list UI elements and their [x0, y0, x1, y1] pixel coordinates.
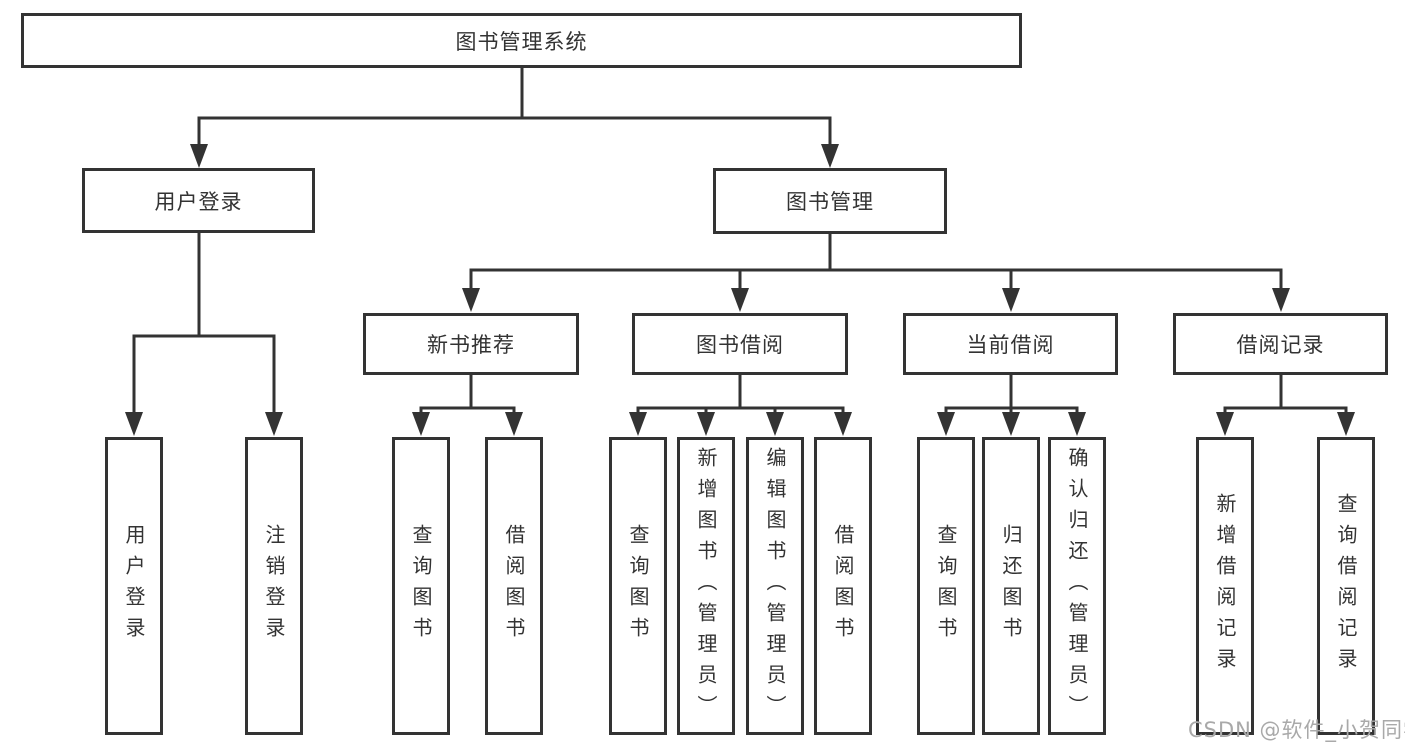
node-borrow-records: 借阅记录	[1173, 313, 1388, 375]
node-leaf-current-query: 查询图书	[917, 437, 975, 735]
node-leaf-records-query-label: 查询借阅记录	[1334, 493, 1358, 679]
connector-paths	[132, 68, 1348, 416]
node-leaf-borrow-add-label: 新增图书（管理员）	[694, 446, 718, 726]
node-leaf-newbook-query: 查询图书	[392, 437, 450, 735]
node-leaf-current-confirm: 确认归还（管理员）	[1048, 437, 1106, 735]
node-leaf-borrow-query-label: 查询图书	[626, 524, 650, 648]
node-leaf-logout-label: 注销登录	[262, 524, 286, 648]
node-book-borrow-label: 图书借阅	[696, 333, 784, 357]
node-new-book-rec-label: 新书推荐	[427, 333, 515, 357]
csdn-watermark: CSDN @软件_小贺同学	[1188, 718, 1405, 742]
node-leaf-borrow-borrow-label: 借阅图书	[831, 524, 855, 648]
node-leaf-newbook-borrow-label: 借阅图书	[502, 524, 526, 648]
node-root-label: 图书管理系统	[455, 29, 588, 54]
node-leaf-borrow-edit: 编辑图书（管理员）	[746, 437, 804, 735]
node-leaf-records-add: 新增借阅记录	[1196, 437, 1254, 735]
node-user-login: 用户登录	[82, 168, 315, 233]
node-leaf-borrow-query: 查询图书	[609, 437, 667, 735]
node-borrow-records-label: 借阅记录	[1236, 333, 1325, 357]
node-new-book-rec: 新书推荐	[363, 313, 579, 375]
node-leaf-user-login: 用户登录	[105, 437, 163, 735]
node-root: 图书管理系统	[21, 13, 1022, 68]
node-current-borrow-label: 当前借阅	[966, 333, 1055, 357]
node-leaf-current-query-label: 查询图书	[934, 524, 958, 648]
node-leaf-newbook-borrow: 借阅图书	[485, 437, 543, 735]
node-leaf-current-confirm-label: 确认归还（管理员）	[1065, 446, 1089, 726]
node-leaf-logout: 注销登录	[245, 437, 303, 735]
node-leaf-borrow-borrow: 借阅图书	[814, 437, 872, 735]
node-book-mgmt-label: 图书管理	[786, 190, 874, 214]
node-leaf-current-return-label: 归还图书	[999, 524, 1023, 648]
node-leaf-borrow-edit-label: 编辑图书（管理员）	[763, 446, 787, 726]
node-current-borrow: 当前借阅	[903, 313, 1118, 375]
node-leaf-current-return: 归还图书	[982, 437, 1040, 735]
node-leaf-user-login-label: 用户登录	[122, 524, 146, 648]
node-leaf-borrow-add: 新增图书（管理员）	[677, 437, 735, 735]
node-user-login-label: 用户登录	[154, 189, 243, 214]
node-leaf-records-add-label: 新增借阅记录	[1213, 493, 1237, 679]
node-leaf-newbook-query-label: 查询图书	[409, 524, 433, 648]
node-book-borrow: 图书借阅	[632, 313, 848, 375]
connector-arrows	[125, 144, 1355, 436]
node-leaf-records-query: 查询借阅记录	[1317, 437, 1375, 735]
node-book-mgmt: 图书管理	[713, 168, 947, 234]
